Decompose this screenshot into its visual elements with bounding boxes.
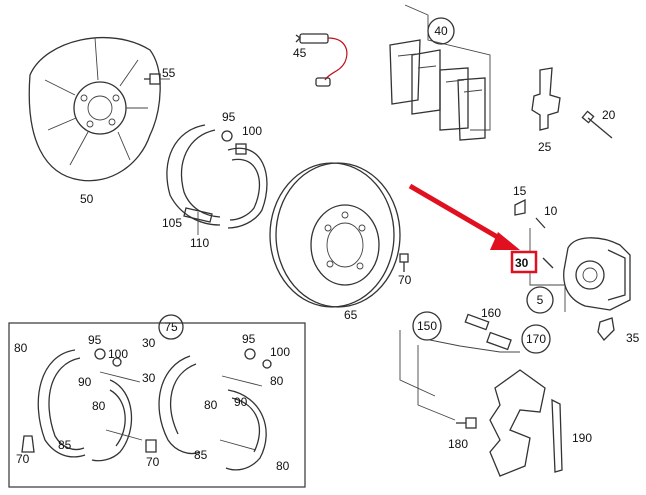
kit-label-100-b: 100 <box>270 345 290 359</box>
label-70: 70 <box>398 273 412 287</box>
label-30-highlighted: 30 <box>515 256 529 270</box>
kit-label-95-a: 95 <box>88 333 102 347</box>
kit-label-80-c: 80 <box>92 399 106 413</box>
callout-circle-5 <box>526 286 554 314</box>
label-105: 105 <box>162 216 182 230</box>
kit-label-90-a: 90 <box>78 375 92 389</box>
label-15: 15 <box>513 184 527 198</box>
guide-pins <box>429 313 520 353</box>
spring-clip <box>531 67 561 131</box>
kit-label-100-a: 100 <box>108 347 128 361</box>
highlight-box <box>510 250 538 274</box>
label-25: 25 <box>538 140 552 154</box>
label-180: 180 <box>448 437 468 451</box>
label-35: 35 <box>626 331 640 345</box>
label-45: 45 <box>293 46 307 60</box>
label-65: 65 <box>344 308 358 322</box>
callout-circle-150 <box>412 311 442 341</box>
caliper-carrier <box>399 330 563 477</box>
label-75: 75 <box>164 320 178 334</box>
label-190: 190 <box>572 431 592 445</box>
label-110: 110 <box>190 236 209 250</box>
label-10: 10 <box>544 204 558 218</box>
kit-label-85-a: 85 <box>58 438 72 452</box>
kit-label-95-b: 95 <box>242 332 256 346</box>
kit-label-80-b: 80 <box>270 374 284 388</box>
callout-circle-40 <box>427 17 455 45</box>
kit-box <box>8 322 306 488</box>
kit-label-80-a: 80 <box>14 341 28 355</box>
wear-sensor <box>295 33 348 87</box>
kit-label-70-b: 70 <box>146 455 160 469</box>
callout-circle-170 <box>521 324 551 354</box>
label-50: 50 <box>80 192 94 206</box>
caliper-assembly <box>514 198 631 341</box>
brake-rotor <box>269 162 401 308</box>
kit-label-80-d: 80 <box>204 398 218 412</box>
label-100: 100 <box>242 124 262 138</box>
parking-brake-shoe <box>166 124 268 235</box>
kit-label-30-a: 30 <box>142 336 156 350</box>
kit-label-70-a: 70 <box>16 452 30 466</box>
label-20: 20 <box>602 108 616 122</box>
kit-label-80-e: 80 <box>276 459 290 473</box>
label-170: 170 <box>526 332 546 346</box>
kit-label-85-b: 85 <box>194 448 208 462</box>
label-55: 55 <box>162 66 176 80</box>
highlight-arrow <box>408 183 520 250</box>
dust-shield <box>28 37 161 182</box>
label-95: 95 <box>222 110 236 124</box>
label-160: 160 <box>481 306 501 320</box>
label-150: 150 <box>417 319 437 333</box>
bolt-20 <box>581 110 613 139</box>
brake-pads <box>389 4 491 141</box>
bolt-55 <box>144 73 170 85</box>
label-5: 5 <box>537 293 544 307</box>
screw-70 <box>399 253 409 272</box>
kit-label-30-b: 30 <box>142 371 156 385</box>
label-40: 40 <box>434 24 448 38</box>
kit-label-90-b: 90 <box>234 395 248 409</box>
callout-circle-75 <box>158 314 184 340</box>
